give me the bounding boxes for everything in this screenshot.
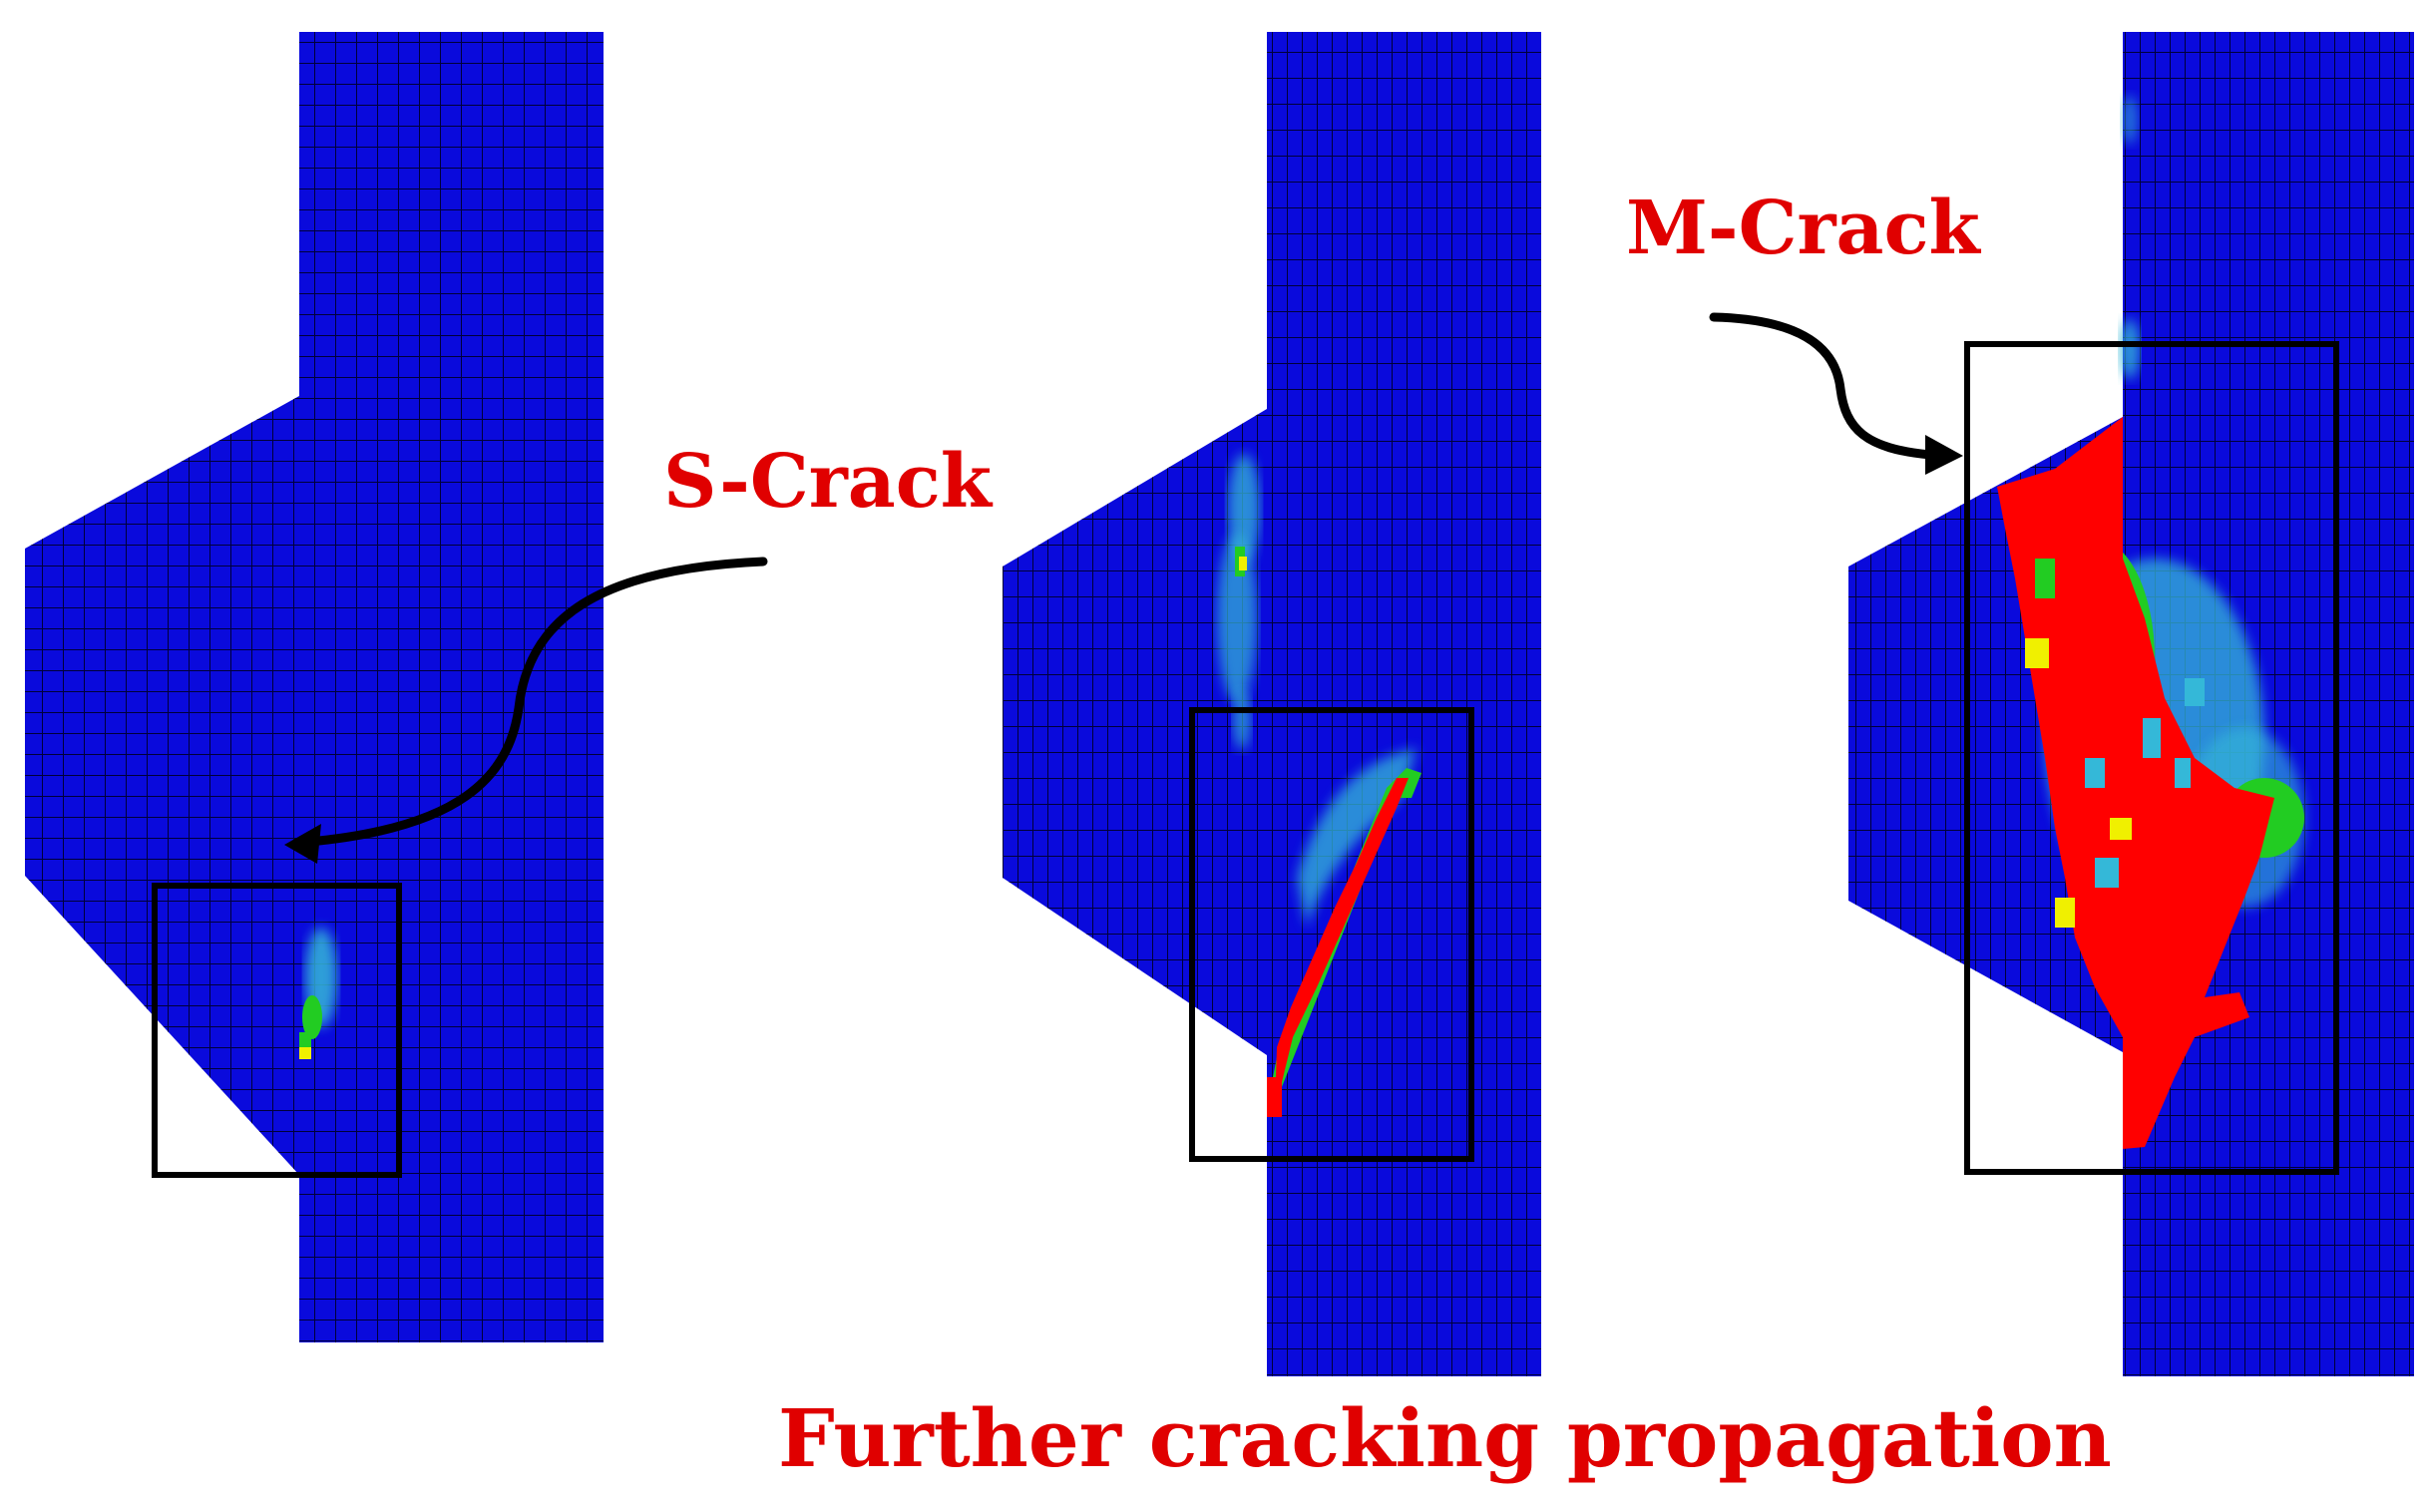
highlight-box-2 bbox=[1189, 707, 1474, 1162]
highlight-box-3 bbox=[1964, 341, 2339, 1175]
m-crack-label: M-Crack bbox=[1626, 186, 1980, 271]
caption: Further cracking propagation bbox=[778, 1391, 2112, 1485]
crack-zone-3 bbox=[1997, 95, 2304, 1149]
highlight-box-1 bbox=[152, 883, 402, 1178]
crack-zone-2 bbox=[1217, 454, 1421, 1117]
m-crack-arrow bbox=[1709, 312, 1963, 475]
crack-zone-1 bbox=[299, 928, 337, 1059]
s-crack-label: S-Crack bbox=[663, 439, 993, 525]
s-crack-arrow bbox=[284, 557, 768, 864]
mesh-panel-2 bbox=[1003, 32, 1541, 1376]
mesh-panel-1 bbox=[25, 32, 604, 1342]
crack-core-3 bbox=[1997, 417, 2274, 1149]
mesh-panel-3 bbox=[1848, 32, 2414, 1376]
